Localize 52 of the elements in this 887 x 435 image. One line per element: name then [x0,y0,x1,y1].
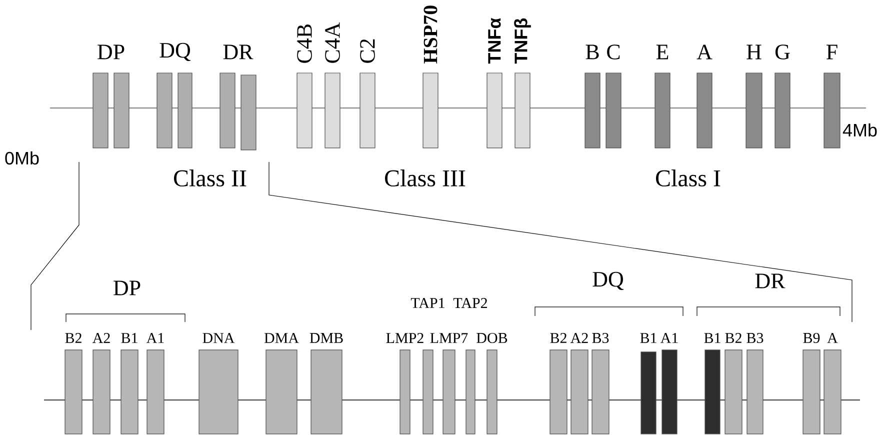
group-label: DQ [160,42,191,62]
gene-label: TAP1 [410,298,444,308]
gene-label: B3 [746,332,764,344]
gene-label: B2 [550,333,566,343]
class-label: Class II [174,170,246,186]
scale-label: 4Mb [842,123,877,137]
gene-box [92,72,108,148]
class-label: Class I [656,170,720,186]
gene-label: A [696,44,712,60]
gene-label: F [826,44,838,60]
group-label: DP [114,280,140,296]
gene-label: E [656,44,668,60]
gene-label: C2 [360,39,375,63]
gene-label: DNA [202,333,235,343]
gene-label: G [775,44,790,60]
gene-label: A [827,333,838,343]
gene-box [220,72,236,148]
gene-label: TNFβ [514,18,531,64]
gene-label: B1 [640,333,656,343]
gene-label: B2 [725,333,742,343]
group-label: DR [223,44,254,60]
gene-box [156,72,172,148]
gene-label: A1 [660,333,678,343]
gene-label: B1 [704,333,720,343]
gene-label: LMP7 [430,333,468,343]
gene-label: C4A [325,22,340,63]
gene-label: HSP70 [424,6,438,64]
class-label: Class III [385,170,466,186]
gene-label: A2 [570,333,588,343]
gene-label: LMP2 [386,333,424,343]
gene-label: DOB [476,332,508,344]
gene-label: DMB [310,333,343,343]
gene-label: B3 [592,332,609,344]
gene-label: A2 [92,333,110,343]
gene-label: C [607,44,620,60]
gene-label: TNFα [488,18,501,64]
group-label: DQ [592,272,624,290]
gene-label: B [586,44,599,60]
gene-label: A1 [146,333,164,343]
gene-box [178,72,192,148]
gene-label: DMA [264,333,299,343]
scale-label: 0Mb [5,151,39,165]
gene-label: B9 [803,332,820,344]
gene-box [240,74,256,150]
group-label: DR [755,274,786,288]
group-label: DP [98,44,124,60]
gene-box [114,72,130,148]
gene-label: TAP2 [453,298,487,308]
gene-label: H [746,44,762,60]
gene-label: C4B [297,24,312,63]
gene-label: B2 [65,333,82,343]
gene-label: B1 [121,333,138,343]
